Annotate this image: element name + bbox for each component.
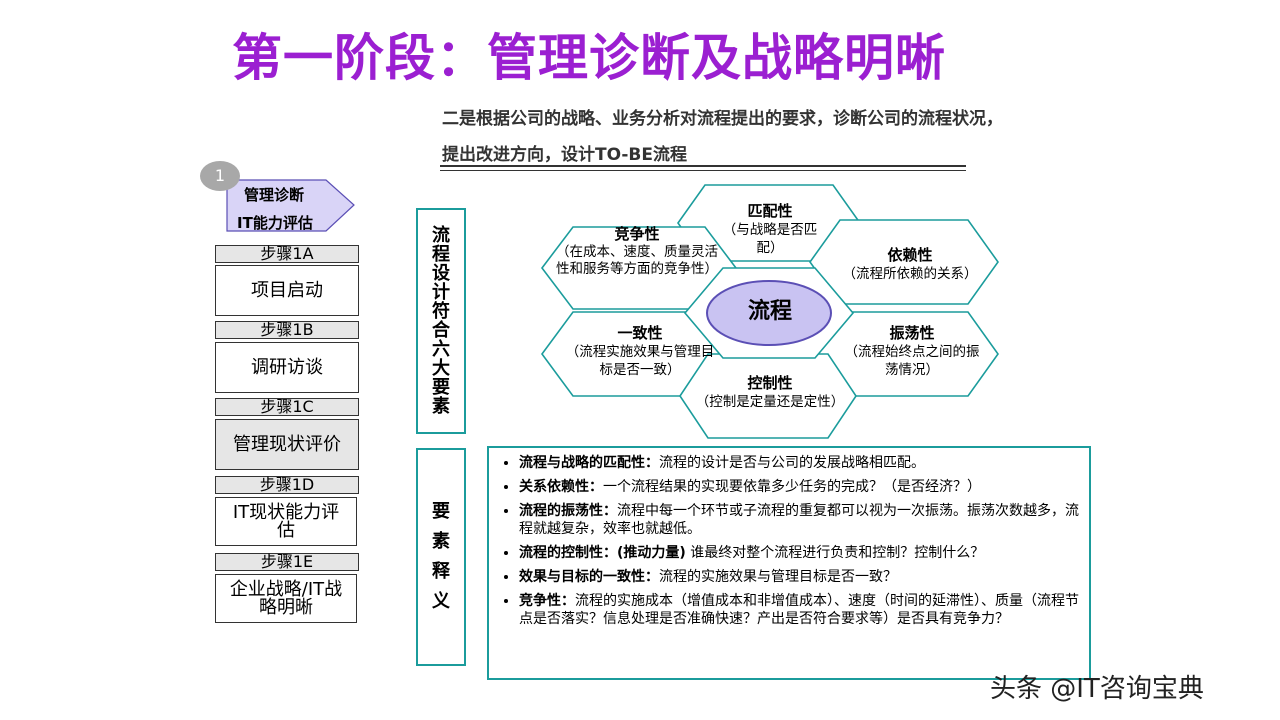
six-elements-label: 流程设计符合六大要素 xyxy=(432,225,450,417)
hex-control xyxy=(679,353,857,439)
step-item-project-start[interactable]: 项目启动 xyxy=(215,265,359,316)
hex-label-consistency: 一致性（流程实施效果与管理目标是否一致） xyxy=(565,324,715,378)
step-item-it-assessment[interactable]: IT现状能力评估 xyxy=(215,497,357,546)
stage-arrow-shape xyxy=(226,179,355,232)
six-elements-label-box: 流程设计符合六大要素 xyxy=(416,208,466,434)
hex-label-control: 控制性（控制是定量还是定性） xyxy=(695,374,845,410)
hex-label-match: 匹配性（与战略是否匹配） xyxy=(722,202,818,256)
subtitle-line-2: 提出改进方向，设计TO-BE流程 xyxy=(442,145,687,165)
step-header-1c[interactable]: 步骤1C xyxy=(215,398,359,416)
step-item-strategy[interactable]: 企业战略/IT战略明晰 xyxy=(215,574,357,623)
six-elements-diagram: 匹配性（与战略是否匹配） 竞争性（在成本、速度、质量灵活性和服务等方面的竞争性）… xyxy=(540,180,1000,440)
definition-item: 流程的控制性：(推动力量) 谁最终对整个流程进行负责和控制？控制什么？ xyxy=(519,544,1079,562)
hex-label-oscillation: 振荡性（流程始终点之间的振荡情况） xyxy=(844,324,980,378)
step-header-1d[interactable]: 步骤1D xyxy=(215,476,359,494)
step-header-1b[interactable]: 步骤1B xyxy=(215,321,359,339)
subtitle-divider-thin xyxy=(440,170,966,171)
stage-label-line-1: 管理诊断 xyxy=(244,186,305,204)
center-ellipse xyxy=(706,280,832,346)
definition-item: 效果与目标的一致性：流程的实施效果与管理目标是否一致？ xyxy=(519,568,1079,586)
watermark: 头条 @IT咨询宝典 xyxy=(990,674,1204,704)
hex-label-competitive: 竞争性（在成本、速度、质量灵活性和服务等方面的竞争性） xyxy=(556,225,718,278)
definitions-panel: 流程与战略的匹配性：流程的设计是否与公司的发展战略相匹配。 关系依赖性：一个流程… xyxy=(487,446,1091,680)
subtitle-divider xyxy=(440,165,966,167)
definition-item: 流程的振荡性：流程中每一个环节或子流程的重复都可以视为一次振荡。振荡次数越多，流… xyxy=(519,502,1079,538)
step-header-1e[interactable]: 步骤1E xyxy=(215,553,359,571)
stage-number-badge: 1 xyxy=(200,161,240,191)
stage-label-line-2: IT能力评估 xyxy=(237,214,313,232)
step-header-1a[interactable]: 步骤1A xyxy=(215,245,359,263)
definition-item: 竞争性：流程的实施成本（增值成本和非增值成本）、速度（时间的延滞性）、质量（流程… xyxy=(519,592,1079,628)
subtitle-line-1: 二是根据公司的战略、业务分析对流程提出的要求，诊断公司的流程状况， xyxy=(442,109,1003,129)
definitions-label: 要素释义 xyxy=(432,501,450,612)
definition-item: 关系依赖性：一个流程结果的实现要依靠多少任务的完成？（是否经济？） xyxy=(519,478,1079,496)
hex-label-dependency: 依赖性（流程所依赖的关系） xyxy=(842,246,978,282)
center-label: 流程 xyxy=(747,299,792,324)
step-item-status-evaluation[interactable]: 管理现状评价 xyxy=(215,419,359,470)
definition-item: 流程与战略的匹配性：流程的设计是否与公司的发展战略相匹配。 xyxy=(519,454,1079,472)
definitions-label-box: 要素释义 xyxy=(416,448,466,666)
step-item-interview[interactable]: 调研访谈 xyxy=(215,342,359,393)
page-title: 第一阶段：管理诊断及战略明晰 xyxy=(232,29,946,87)
